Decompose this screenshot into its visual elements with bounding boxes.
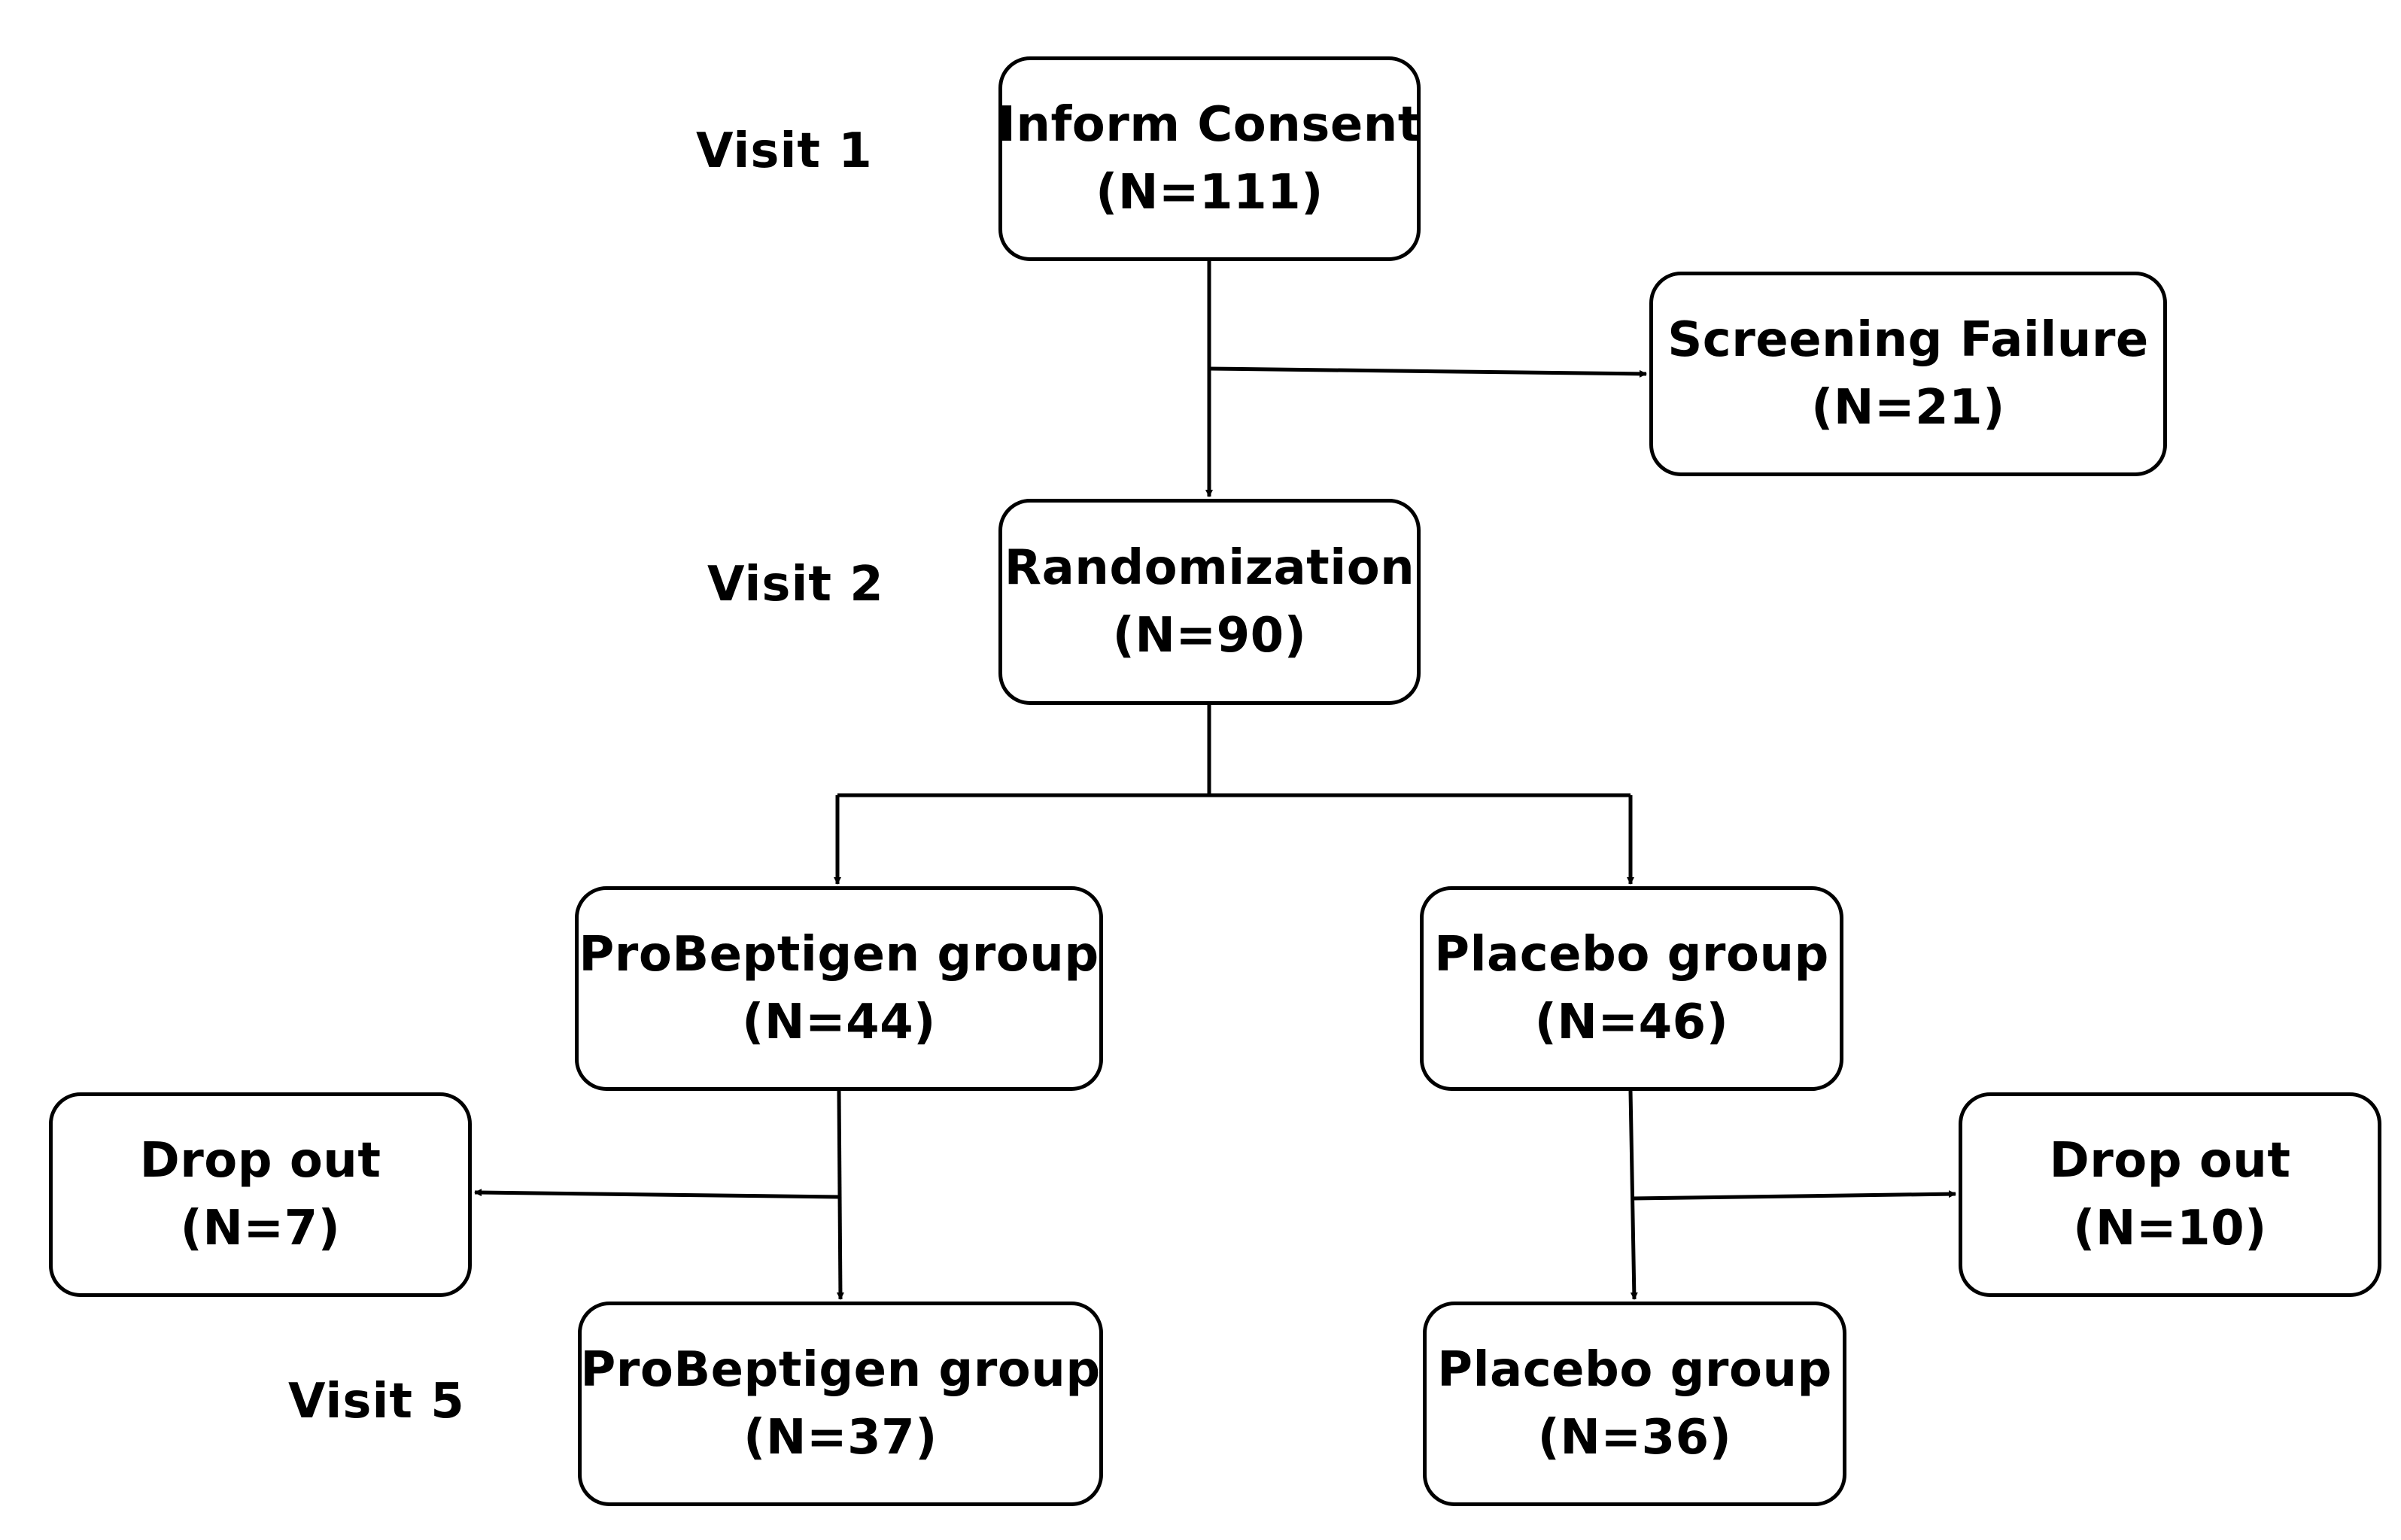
probeptigen-group-box: ProBeptigen group (N=44) xyxy=(575,886,1103,1091)
inform-consent-count: (N=111) xyxy=(1096,165,1324,220)
probeptigen-group-title: ProBeptigen group xyxy=(579,927,1099,983)
randomization-title: Randomization xyxy=(1004,540,1415,596)
drop-out-right-box: Drop out (N=10) xyxy=(1959,1092,2381,1297)
probeptigen-group-visit5-box: ProBeptigen group (N=37) xyxy=(578,1302,1103,1506)
drop-out-right-title: Drop out xyxy=(2049,1133,2291,1189)
visit-5-label: Visit 5 xyxy=(288,1374,465,1429)
visit-1-label: Visit 1 xyxy=(696,123,873,179)
randomization-box: Randomization (N=90) xyxy=(998,499,1421,705)
arrow-to-screening-failure xyxy=(1208,366,1647,378)
inform-consent-box: Inform Consent (N=111) xyxy=(998,56,1421,261)
arrow-probeptigen-to-visit5 xyxy=(836,1090,844,1300)
screening-failure-box: Screening Failure (N=21) xyxy=(1649,272,2167,476)
probeptigen-group-visit5-count: (N=37) xyxy=(743,1410,938,1466)
placebo-group-box: Placebo group (N=46) xyxy=(1420,886,1843,1091)
drop-out-right-count: (N=10) xyxy=(2073,1201,2267,1256)
placebo-group-visit5-title: Placebo group xyxy=(1437,1342,1832,1398)
placebo-group-visit5-count: (N=36) xyxy=(1537,1410,1732,1466)
drop-out-left-box: Drop out (N=7) xyxy=(49,1092,472,1297)
inform-consent-title: Inform Consent xyxy=(998,97,1421,153)
placebo-group-visit5-box: Placebo group (N=36) xyxy=(1423,1302,1846,1506)
probeptigen-group-visit5-title: ProBeptigen group xyxy=(580,1342,1101,1398)
visit-2-label: Visit 2 xyxy=(707,557,884,612)
placebo-group-count: (N=46) xyxy=(1534,995,1729,1050)
randomization-count: (N=90) xyxy=(1112,608,1307,664)
screening-failure-title: Screening Failure xyxy=(1667,312,2149,368)
probeptigen-group-count: (N=44) xyxy=(742,995,936,1050)
arrow-placebo-to-visit5 xyxy=(1628,1090,1638,1300)
screening-failure-count: (N=21) xyxy=(1811,380,2005,436)
placebo-group-title: Placebo group xyxy=(1434,927,1829,983)
drop-out-left-count: (N=7) xyxy=(180,1201,341,1256)
arrow-to-drop-out-right xyxy=(1631,1190,1956,1201)
drop-out-left-title: Drop out xyxy=(139,1133,381,1189)
arrow-to-drop-out-left xyxy=(474,1189,840,1199)
